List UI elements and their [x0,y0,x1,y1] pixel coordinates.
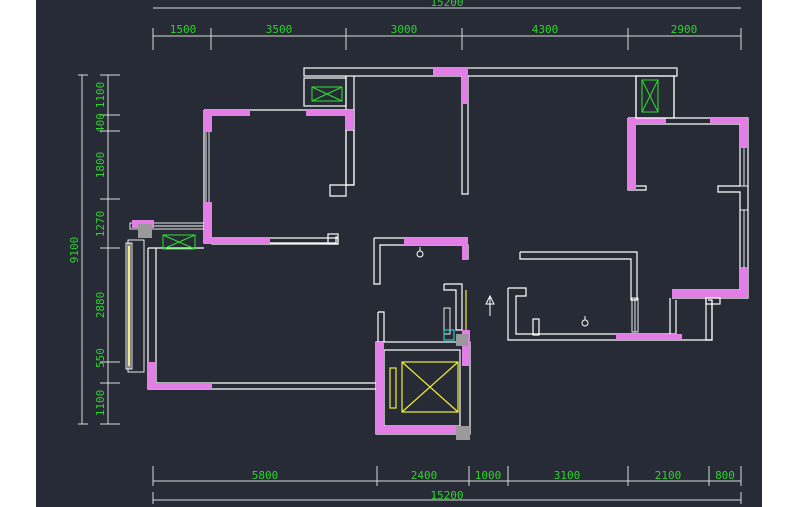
bottom-dim-6: 800 [715,469,735,482]
left-dimension-chain: 9100 1100 400 1800 1270 2880 550 1100 [68,74,120,425]
left-dim-7: 1100 [94,390,107,417]
ac-unit-icon [162,75,675,250]
bottom-dim-2: 2400 [411,469,438,482]
ceiling-light-icon [416,247,589,327]
top-dimension-chain: 15200 1500 3500 3000 4300 2900 [152,0,742,50]
bottom-dim-1: 5800 [252,469,279,482]
top-total-dim: 15200 [430,0,463,9]
cad-canvas: 15200 1500 3500 3000 4300 2900 5800 2400… [36,0,762,507]
top-dim-3: 3000 [391,23,418,36]
top-dim-1: 1500 [170,23,197,36]
left-dim-4: 1270 [94,211,107,238]
bottom-dim-3: 1000 [475,469,502,482]
top-dim-4: 4300 [532,23,559,36]
left-dim-6: 550 [94,348,107,368]
bottom-dim-4: 3100 [554,469,581,482]
left-dim-1: 1100 [94,82,107,109]
north-arrow-icon [485,294,495,316]
pipe-shafts [138,224,470,440]
bottom-dim-5: 2100 [655,469,682,482]
left-dim-3: 1800 [94,152,107,179]
elevator-shaft-icon [128,246,467,413]
top-dim-5: 2900 [671,23,698,36]
bottom-total-dim: 15200 [430,489,463,502]
balcony-railing [682,297,721,341]
structural-columns [132,68,748,434]
left-dim-5: 2880 [94,292,107,319]
floor-plan-drawing: 15200 1500 3500 3000 4300 2900 5800 2400… [68,0,749,504]
bottom-dimension-chain: 5800 2400 1000 3100 2100 800 15200 [152,466,742,504]
left-total-dim: 9100 [68,237,81,264]
top-dim-2: 3500 [266,23,293,36]
left-dim-2: 400 [94,113,107,133]
